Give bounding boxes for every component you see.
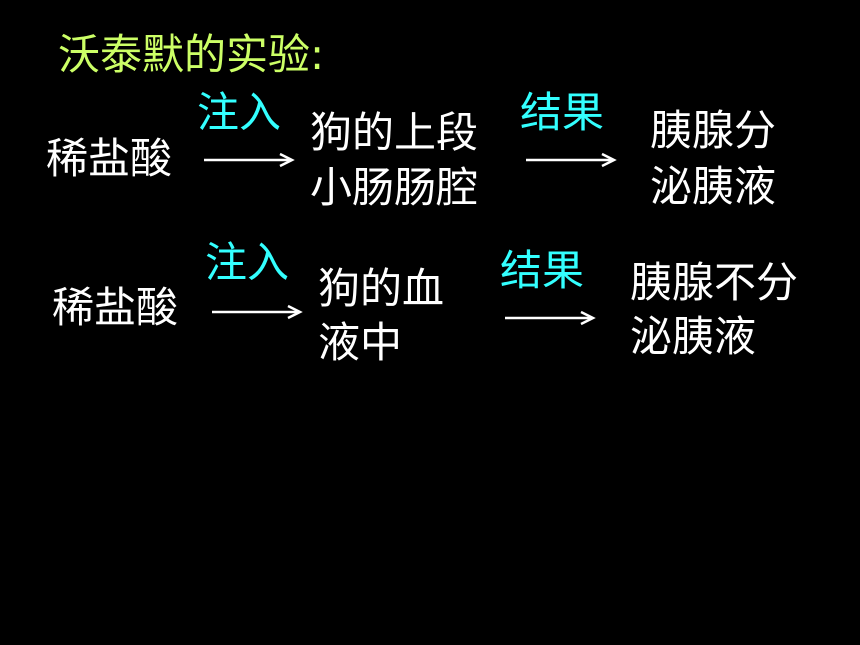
row2-target-line2: 液中 xyxy=(318,318,403,367)
row2-target-line1: 狗的血 xyxy=(318,264,445,313)
row1-result-line1: 胰腺分 xyxy=(650,106,777,155)
row2-arrow-1 xyxy=(212,304,303,320)
row1-source: 稀盐酸 xyxy=(46,134,173,183)
row1-target-line1: 狗的上段 xyxy=(310,108,479,157)
row1-action-label: 注入 xyxy=(197,88,282,137)
row1-arrow-1 xyxy=(204,152,295,168)
row1-result-line2: 泌胰液 xyxy=(650,162,777,211)
row1-arrow-2 xyxy=(526,152,617,168)
row2-relation-label: 结果 xyxy=(500,246,585,295)
row2-result-line2: 泌胰液 xyxy=(630,312,757,361)
row2-result-line1: 胰腺不分 xyxy=(630,258,799,307)
row1-target-line2: 小肠肠腔 xyxy=(310,163,479,212)
row1-relation-label: 结果 xyxy=(520,88,605,137)
row2-action-label: 注入 xyxy=(205,238,290,287)
row2-arrow-2 xyxy=(505,310,596,326)
slide-title: 沃泰默的实验: xyxy=(58,30,325,79)
row2-source: 稀盐酸 xyxy=(52,283,179,332)
